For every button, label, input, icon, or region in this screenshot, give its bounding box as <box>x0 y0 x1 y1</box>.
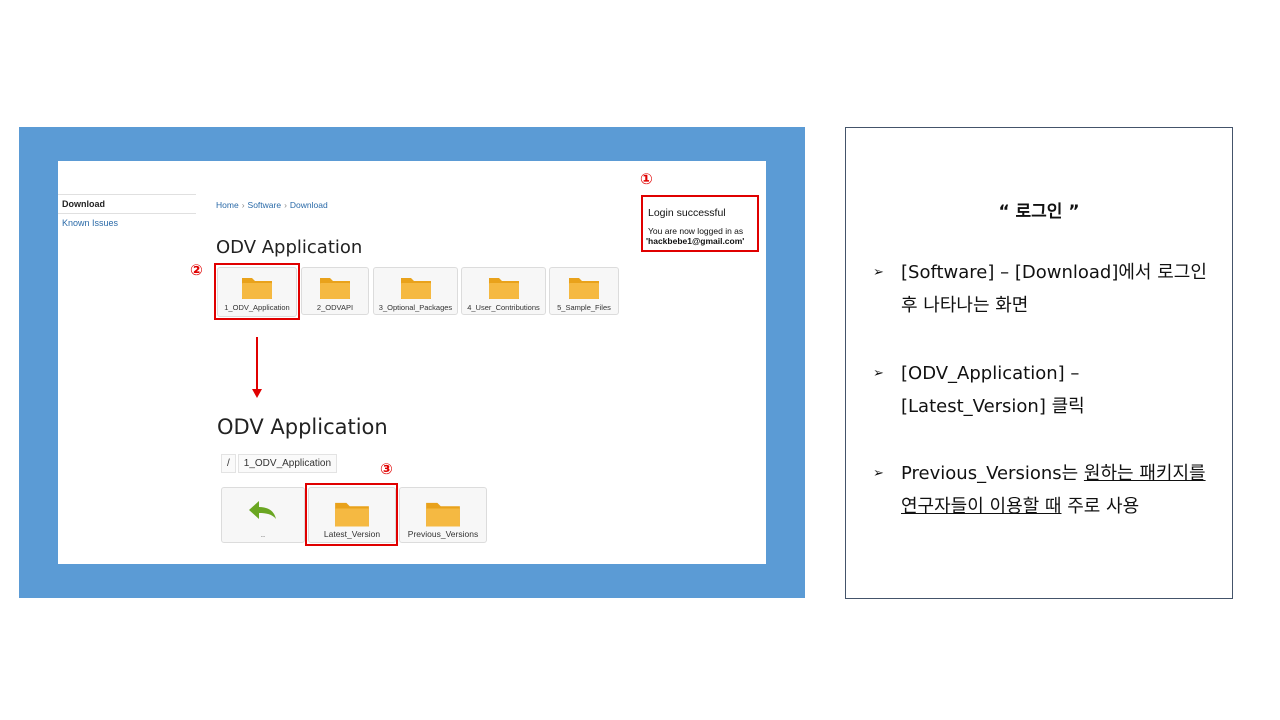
down-arrow-icon <box>251 337 263 404</box>
folder-tile-2-odvapi[interactable]: 2_ODVAPI <box>301 267 369 315</box>
folder-label: 1_ODV_Application <box>224 303 290 312</box>
bullet-item: ➢ [ODV_Application] – [Latest_Version] 클… <box>873 357 1213 423</box>
folder-tile-parent[interactable]: .. <box>221 487 305 543</box>
screenshot-area: Download Known Issues Home›Software›Down… <box>58 161 766 564</box>
highlight-box-odv-application <box>214 263 300 320</box>
bullet-arrow-icon: ➢ <box>873 366 884 381</box>
folder-icon <box>241 274 273 305</box>
folder-label: Previous_Versions <box>407 529 479 539</box>
breadcrumb-home[interactable]: Home <box>216 200 239 210</box>
folder-tile-latest-version[interactable]: Latest_Version <box>308 487 396 543</box>
login-status-box: Login successful You are now logged in a… <box>641 195 759 252</box>
folder-icon <box>488 274 520 305</box>
breadcrumb-separator: › <box>284 200 287 210</box>
step-marker-3: ③ <box>380 460 393 478</box>
page-title: ODV Application <box>216 237 363 258</box>
folder-tile-previous-versions[interactable]: Previous_Versions <box>399 487 487 543</box>
bullet-text: [ODV_Application] – [Latest_Version] 클릭 <box>901 363 1085 417</box>
folder-label: 2_ODVAPI <box>316 303 354 312</box>
breadcrumb-download[interactable]: Download <box>289 200 328 210</box>
sidebar-divider <box>58 213 196 214</box>
bullet-text-part: Previous_Versions는 <box>901 463 1084 484</box>
panel-title: “ 로그인 ” <box>998 202 1080 222</box>
section-title: ODV Application <box>217 415 388 439</box>
folder-icon <box>425 498 461 533</box>
login-title: Login successful <box>648 207 726 219</box>
folder-icon <box>319 274 351 305</box>
step-marker-1: ① <box>640 170 653 188</box>
folder-tile-5-sample-files[interactable]: 5_Sample_Files <box>549 267 619 315</box>
breadcrumb-separator: › <box>241 200 245 210</box>
breadcrumb: Home›Software›Download <box>216 200 328 210</box>
bullet-arrow-icon: ➢ <box>873 466 884 481</box>
sidebar-divider <box>58 194 196 195</box>
folder-tile-4-user-contributions[interactable]: 4_User_Contributions <box>461 267 546 315</box>
bullet-text-underlined: 원하는 패키지를 연구자들이 이용할 때 <box>901 463 1206 517</box>
bullet-text: [Software] – [Download]에서 로그인 후 나타나는 화면 <box>901 262 1207 316</box>
path-root[interactable]: / <box>221 454 236 473</box>
folder-label: 4_User_Contributions <box>467 303 540 312</box>
bullet-text: Previous_Versions는 원하는 패키지를 연구자들이 이용할 때 … <box>901 457 1213 523</box>
bullet-item: ➢ Previous_Versions는 원하는 패키지를 연구자들이 이용할 … <box>873 457 1213 523</box>
bullet-arrow-icon: ➢ <box>873 265 884 280</box>
folder-label: 5_Sample_Files <box>557 303 611 312</box>
explanation-panel: “ 로그인 ” ➢ [Software] – [Download]에서 로그인 … <box>845 127 1233 599</box>
folder-label: 3_Optional_Packages <box>378 303 453 312</box>
sidebar-item-download[interactable]: Download <box>62 199 105 209</box>
login-message: You are now logged in as <box>648 226 744 236</box>
folder-tile-3-optional-packages[interactable]: 3_Optional_Packages <box>373 267 458 315</box>
path-bar: /1_ODV_Application <box>221 454 339 473</box>
step-marker-2: ② <box>190 261 203 279</box>
login-email: 'hackbebe1@gmail.com' <box>646 236 745 246</box>
bullet-text-part: 주로 사용 <box>1061 496 1140 517</box>
sidebar-item-known-issues[interactable]: Known Issues <box>62 218 119 228</box>
back-arrow-icon <box>248 499 278 526</box>
folder-icon <box>568 274 600 305</box>
folder-tile-1-odv-application[interactable]: 1_ODV_Application <box>217 267 297 317</box>
highlight-box-latest-version <box>305 483 398 546</box>
folder-icon <box>334 498 370 533</box>
bullet-item: ➢ [Software] – [Download]에서 로그인 후 나타나는 화… <box>873 256 1213 322</box>
folder-icon <box>400 274 432 305</box>
breadcrumb-software[interactable]: Software <box>247 200 282 210</box>
path-folder[interactable]: 1_ODV_Application <box>237 454 338 473</box>
folder-label: Latest_Version <box>323 529 381 539</box>
folder-label: .. <box>260 530 266 539</box>
